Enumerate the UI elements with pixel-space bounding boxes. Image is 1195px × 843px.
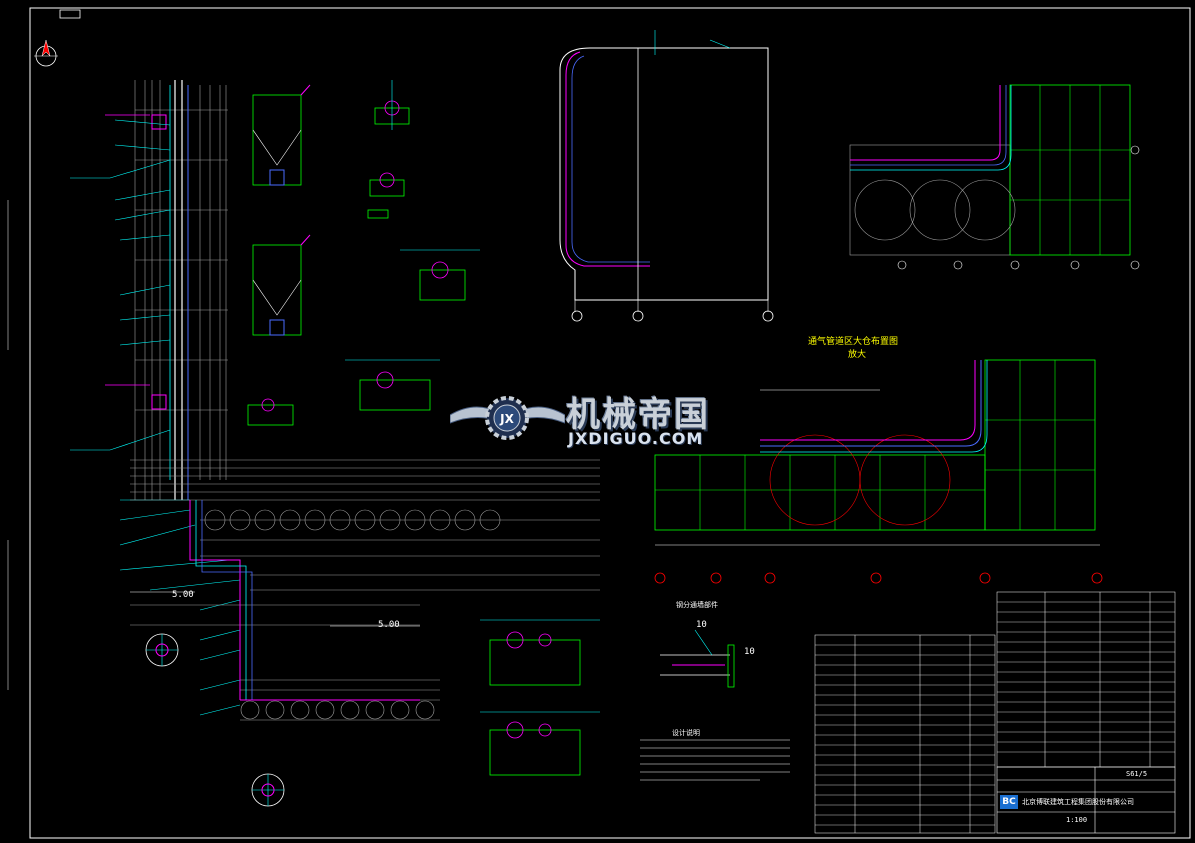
- leader-label-2: 10: [744, 647, 755, 657]
- drawing-frame: [29, 7, 1191, 839]
- table-rows: [815, 601, 1175, 826]
- detail-cluster-1: [374, 80, 410, 130]
- company-logo: BC: [1000, 795, 1018, 809]
- bottom-piping-plan: [130, 459, 600, 721]
- vessel-elevation: [559, 30, 774, 322]
- detail-cluster-7: [480, 711, 600, 776]
- materials-table-right: [996, 591, 1176, 768]
- detail-cluster-6: [480, 619, 600, 686]
- detail-cluster-5: [247, 398, 294, 426]
- detail-cluster-4: [345, 359, 440, 411]
- watermark-cn: 机械帝国: [566, 395, 710, 435]
- corner-tag: [59, 9, 81, 19]
- materials-table-left: [814, 634, 996, 834]
- scale-value: 1:100: [1066, 816, 1088, 824]
- dimension-left: 5.00: [172, 590, 194, 600]
- detail-circle-a: [145, 633, 179, 667]
- watermark-en: JXDIGUO.COM: [568, 429, 704, 448]
- watermark: JX 机械帝国 JXDIGUO.COM: [450, 385, 750, 455]
- detail-cluster-2: [367, 172, 405, 219]
- detail-heading: 钢分通墙部件: [676, 601, 718, 609]
- hopper-section-b: [252, 234, 311, 336]
- company-name: 北京博联建筑工程集团股份有限公司: [1022, 798, 1134, 806]
- dimension-center: 5.00: [378, 620, 400, 630]
- hopper-section-a: [252, 84, 311, 186]
- title-block: [996, 766, 1176, 834]
- sheet-number: S61/5: [1126, 770, 1148, 778]
- north-arrow-icon: [34, 39, 58, 67]
- leader-label-1: 10: [696, 620, 707, 630]
- notes-heading: 设计说明: [672, 729, 700, 737]
- watermark-badge: JX: [499, 412, 514, 426]
- top-right-plan: [849, 84, 1140, 270]
- section-subtitle: 放大: [848, 350, 867, 360]
- detail-circle-b: [251, 773, 285, 807]
- left-leader-callouts: [70, 119, 241, 716]
- main-plan-view: [654, 359, 1103, 584]
- nozzle-detail: [660, 629, 735, 688]
- design-notes: [640, 739, 790, 781]
- section-title: 通气管道区大仓布置图: [808, 337, 899, 347]
- detail-cluster-3: [400, 249, 480, 301]
- gear-wing-logo-icon: JX: [450, 396, 565, 440]
- left-elevation-view: [105, 80, 228, 500]
